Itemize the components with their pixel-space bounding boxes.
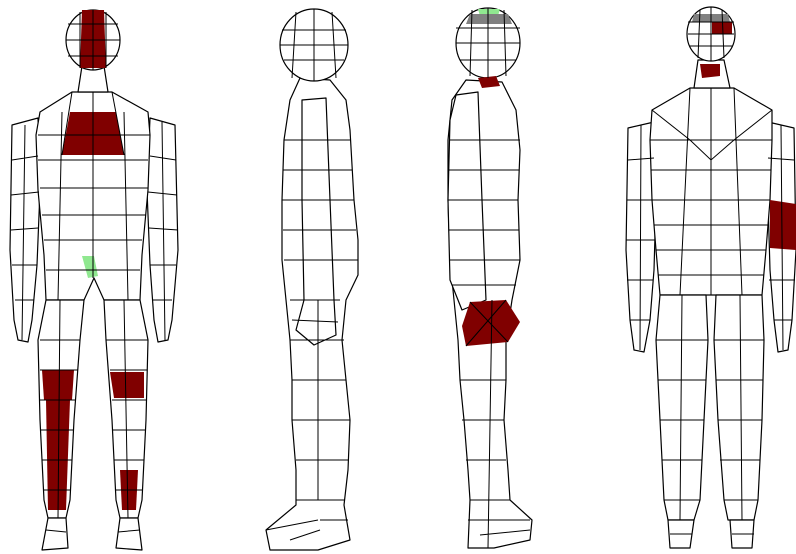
back-right-leg	[714, 295, 764, 520]
front-marked-left-thigh	[42, 370, 74, 400]
back-marked-right-forearm	[770, 200, 796, 250]
front-view	[10, 10, 178, 550]
front-right-foot	[116, 518, 142, 550]
side-right-marked-crown-gray	[466, 14, 512, 24]
side-left-view	[266, 9, 358, 550]
side-right-marked-neck	[478, 76, 500, 88]
back-marked-upper-neck	[712, 22, 732, 34]
back-view	[626, 7, 796, 548]
front-left-foot	[42, 518, 68, 550]
back-marked-neck	[700, 64, 720, 78]
front-marked-right-thigh	[110, 372, 144, 398]
side-right-view	[448, 8, 532, 548]
